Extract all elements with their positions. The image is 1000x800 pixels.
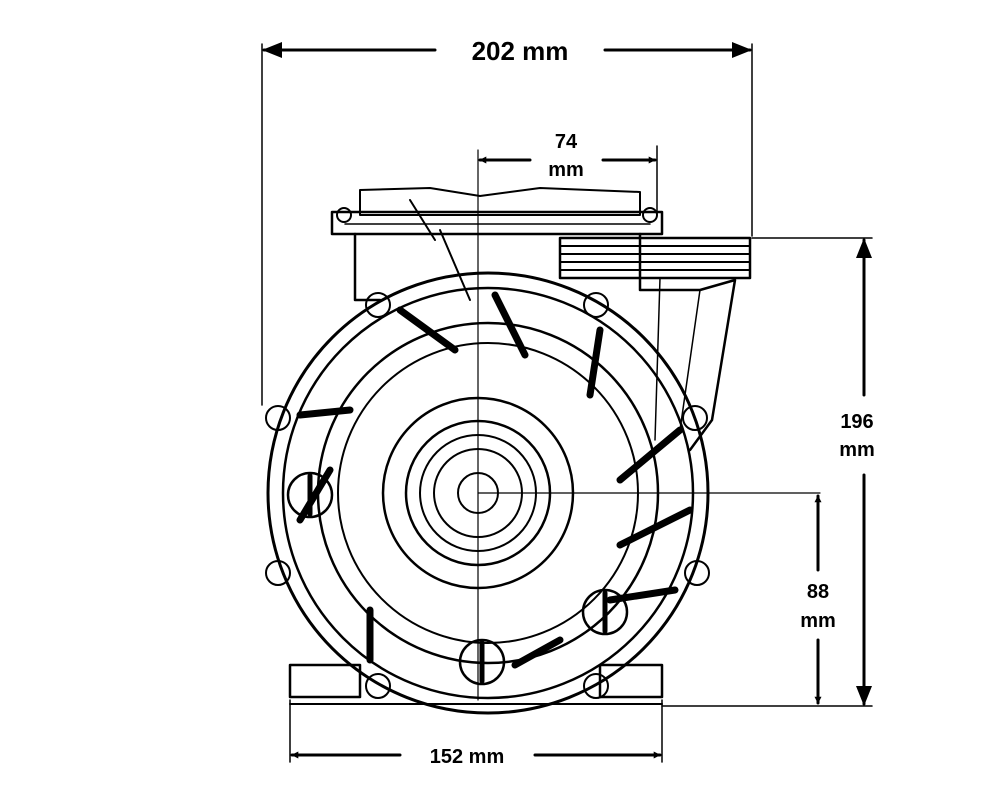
bolts <box>265 292 710 699</box>
drain-plugs <box>286 471 629 686</box>
base-width-label: 152 mm <box>430 746 505 768</box>
cooling-fins <box>296 291 694 669</box>
strainer-body <box>353 232 737 452</box>
height-total-value: 196 <box>840 411 873 433</box>
base-feet <box>288 663 664 705</box>
dimension-height-total: 196 mm <box>661 237 875 707</box>
dimension-center-height: 88 mm <box>800 494 836 705</box>
dimension-spigot-offset: 74 mm <box>478 131 658 216</box>
center-height-value: 88 <box>807 581 829 603</box>
spigot-offset-unit: mm <box>548 159 584 181</box>
pump-front-view-drawing-icon <box>265 149 821 715</box>
pump-lid <box>330 187 664 301</box>
dimension-base-width: 152 mm <box>289 699 663 768</box>
threaded-spigot <box>558 236 752 280</box>
width-total-label: 202 mm <box>472 36 569 66</box>
height-total-unit: mm <box>839 439 875 461</box>
spigot-offset-value: 74 <box>555 131 578 153</box>
dimension-width-total: 202 mm <box>261 36 753 406</box>
center-height-unit: mm <box>800 610 836 632</box>
